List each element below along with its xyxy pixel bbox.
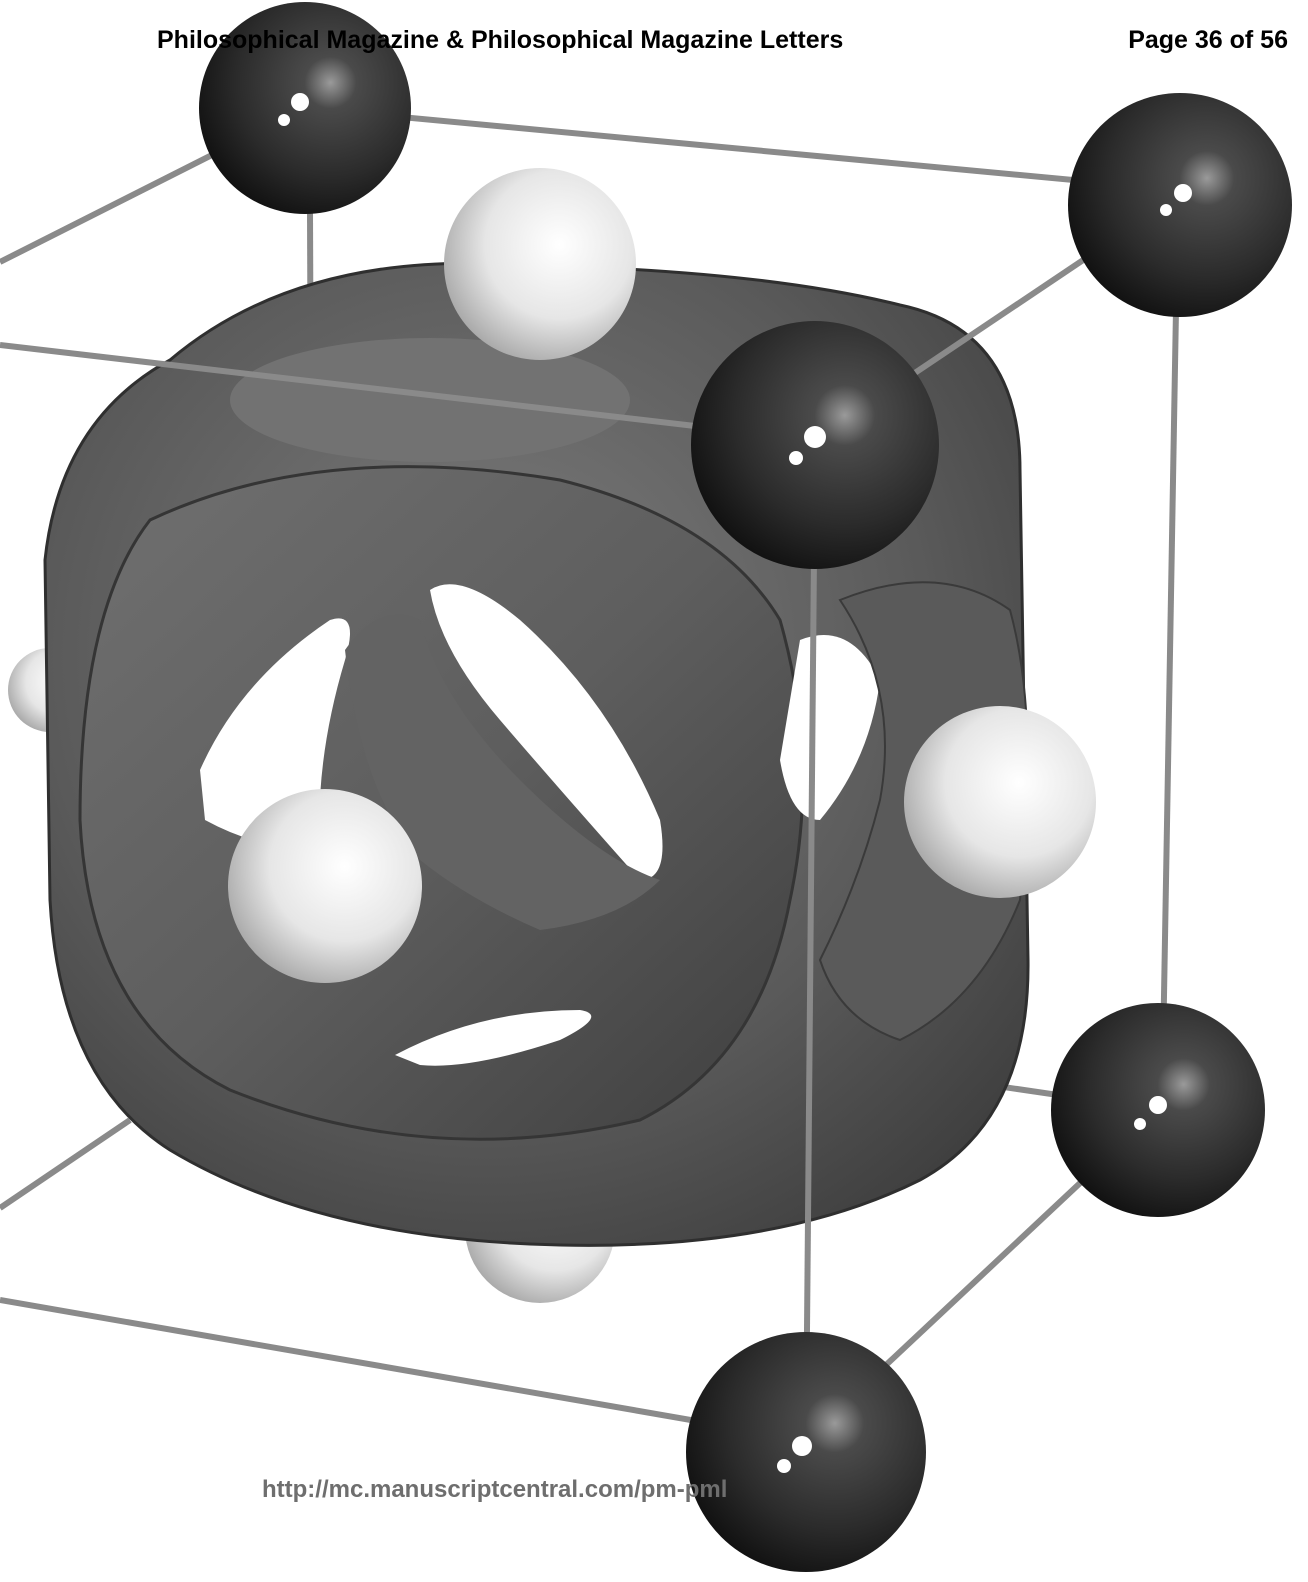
page-number: Page 36 of 56 bbox=[1128, 26, 1288, 54]
isosurface bbox=[43, 261, 1030, 1247]
light-atom-left bbox=[228, 789, 422, 983]
light-atom-top bbox=[444, 168, 636, 360]
atom-highlights bbox=[278, 93, 1192, 1473]
light-atom-right bbox=[904, 706, 1096, 898]
dark-atom-top-right bbox=[1068, 93, 1292, 317]
footer-url: http://mc.manuscriptcentral.com/pm-pml bbox=[262, 1476, 728, 1503]
journal-header: Philosophical Magazine & Philosophical M… bbox=[157, 26, 844, 54]
